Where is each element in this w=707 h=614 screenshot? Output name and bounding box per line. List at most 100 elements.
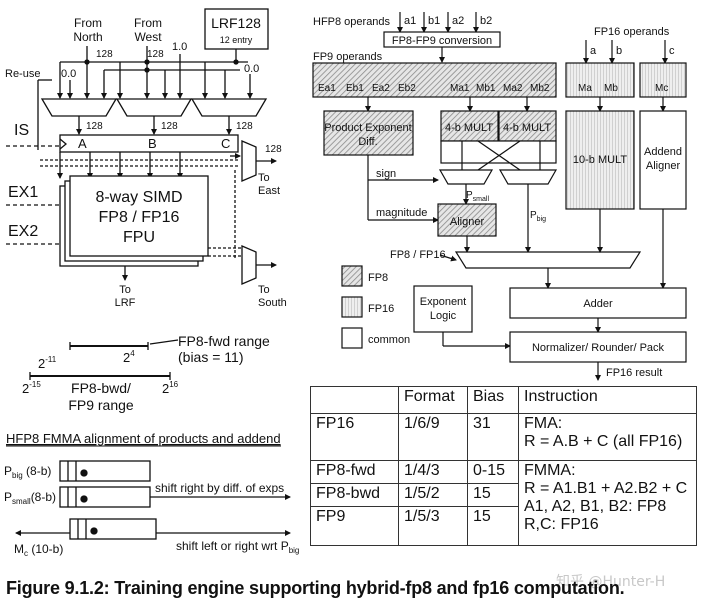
mult4-a-label: 4-b MULT	[445, 122, 493, 134]
exp-max-fwd: 24	[123, 349, 135, 365]
legend-common-label: common	[368, 334, 410, 346]
pbig-mux-label: Pbig	[530, 210, 546, 223]
fmma-line-3: A1, A2, B1, B2: FP8	[524, 498, 667, 515]
bwd-range-label-1: FP8-bwd/	[71, 380, 131, 396]
field-ma1: Ma1	[450, 83, 470, 94]
shift-lr-label: shift left or right wrt Pbig	[176, 539, 299, 555]
fp9-operands-label: FP9 operands	[313, 51, 383, 63]
simd-line-3: FPU	[123, 229, 155, 246]
sign-label: sign	[376, 168, 396, 180]
fwd-range-label-1: FP8-fwd range	[178, 333, 270, 349]
bus-width-west: 128	[147, 49, 164, 60]
mux-c	[190, 98, 268, 117]
normalizer-label: Normalizer/ Rounder/ Pack	[532, 342, 665, 354]
fp16-in-c: c	[669, 45, 675, 57]
table-header-cell: Bias	[467, 386, 519, 414]
mc-bar	[69, 518, 157, 540]
table-cell: 1/5/3	[398, 506, 468, 546]
mult4-a-box	[440, 110, 499, 142]
east-mux	[241, 140, 257, 182]
exponent-logic-label-2: Logic	[430, 310, 457, 322]
fmma-alignment-title: HFP8 FMMA alignment of products and adde…	[6, 431, 281, 446]
south-mux	[241, 245, 257, 285]
product-exponent-diff-box	[323, 110, 414, 156]
product-exponent-label-1: Product Exponent	[324, 122, 411, 134]
mult10-label: 10-b MULT	[573, 154, 627, 166]
is-register	[59, 134, 239, 153]
bus-width-north: 128	[96, 49, 113, 60]
exp-min-bwd: 2-15	[22, 380, 41, 396]
table-cell: FP16	[310, 413, 399, 461]
addend-aligner-label-2: Aligner	[646, 160, 681, 172]
table-cell: 1/6/9	[398, 413, 468, 461]
fp16-in-b: b	[616, 45, 622, 57]
table-header-cell	[310, 386, 399, 414]
fp16-c-bar	[639, 62, 687, 98]
product-exponent-label-2: Diff.	[358, 136, 377, 148]
to-lrf-label-1: To	[119, 284, 131, 296]
fp9-operand-bar	[312, 62, 557, 98]
bus-width-mux-c: 128	[236, 121, 253, 132]
watermark: 知乎 @Hunter-H	[556, 574, 666, 590]
from-west-label-1: From	[134, 16, 162, 30]
table-row: FP9 1/5/3 15	[310, 506, 697, 546]
mux-a	[40, 98, 118, 117]
fwd-range-label-2: (bias = 11)	[178, 349, 244, 365]
field-mb1: Mb1	[476, 83, 496, 94]
to-east-label-1: To	[258, 172, 270, 184]
from-north-label-1: From	[74, 16, 102, 30]
from-west-label-2: West	[134, 30, 162, 44]
constant-0-a: 0.0	[61, 68, 76, 80]
constant-1: 1.0	[172, 41, 187, 53]
hfp8-inputs: a1 b1 a2 b2	[397, 12, 492, 33]
stage-is-label: IS	[14, 122, 29, 139]
fp16-result-label: FP16 result	[606, 367, 662, 379]
left-datapath: From North From West LRF128 12 entry Re-…	[4, 8, 299, 558]
field-ma2: Ma2	[503, 83, 523, 94]
fp8-fp9-conversion-label: FP8-FP9 conversion	[392, 35, 492, 47]
from-north-label-2: North	[73, 30, 102, 44]
fmma-line-1: FMMA:	[524, 462, 576, 479]
reg-c-label: C	[221, 136, 230, 151]
exponent-logic-label-1: Exponent	[420, 296, 466, 308]
table-cell: FP8-bwd	[310, 483, 399, 507]
field-fp16-ma: Ma	[578, 83, 592, 94]
legend-fp16-swatch	[341, 296, 363, 318]
table-header-row: Format Bias Instruction	[310, 386, 697, 414]
stage-ex2-label: EX2	[8, 223, 38, 240]
legend-fp8-swatch	[341, 265, 363, 287]
table-cell: FP9	[310, 506, 399, 546]
addend-aligner-box	[639, 110, 687, 210]
lrf-title: LRF128	[211, 15, 261, 31]
table-cell: 15	[467, 506, 519, 546]
simd-line-2: FP8 / FP16	[99, 209, 180, 226]
fp16-in-a: a	[590, 45, 597, 57]
fma-line-1: FMA:	[524, 415, 563, 432]
fp9-fields: Ea1 Eb1 Ea2 Eb2 Ma1 Mb1 Ma2 Mb2	[318, 83, 550, 94]
hfp8-in-b2: b2	[480, 15, 492, 27]
stage-ex1-label: EX1	[8, 184, 38, 201]
to-lrf-label-2: LRF	[115, 297, 136, 309]
addend-aligner-label-1: Addend	[644, 146, 682, 158]
field-eb1: Eb1	[346, 83, 364, 94]
table-cell: FP8-fwd	[310, 460, 399, 484]
table-cell: 0-15	[467, 460, 519, 484]
fp16-ab-bar	[565, 62, 635, 98]
field-ea2: Ea2	[372, 83, 390, 94]
constant-0-b: 0.0	[244, 63, 259, 75]
pbig-mux	[498, 169, 558, 185]
hfp8-in-a1: a1	[404, 15, 416, 27]
bwd-range-label-2: FP9 range	[68, 397, 134, 413]
to-east-label-2: East	[258, 185, 280, 197]
simd-line-1: 8-way SIMD	[95, 189, 182, 206]
table-cell: 15	[467, 483, 519, 507]
to-south-label-2: South	[258, 297, 287, 309]
hfp8-in-b1: b1	[428, 15, 440, 27]
table-cell: 1/4/3	[398, 460, 468, 484]
psmall-label: Psmall(8-b)	[4, 490, 56, 506]
fp16-operands-label: FP16 operands	[594, 26, 670, 38]
mult4-b-label: 4-b MULT	[503, 122, 551, 134]
psmall-mux	[438, 169, 494, 185]
